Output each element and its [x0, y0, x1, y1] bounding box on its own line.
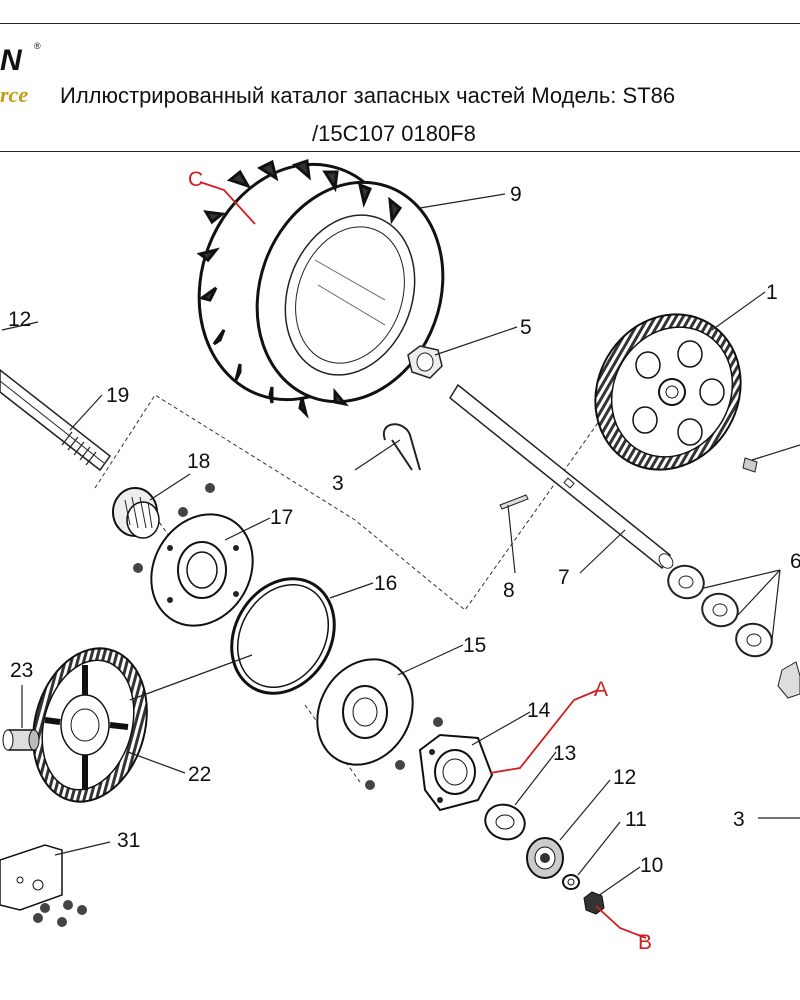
exploded-parts-diagram: 9 1 5 12 19 3 18 17 8 7 6 16 15 23 14 13…	[0, 158, 800, 954]
brand-logo-bottom: rce	[0, 82, 29, 107]
bearing-plate-part	[316, 658, 443, 790]
callout-7: 7	[558, 566, 570, 589]
callout-12-bottom: 12	[613, 766, 636, 789]
callout-6: 6	[790, 550, 800, 573]
callout-17: 17	[270, 506, 293, 529]
small-washer-part	[562, 874, 580, 890]
bushing-part	[2, 729, 40, 751]
ball-bearing-part	[526, 837, 564, 879]
callout-16: 16	[374, 572, 397, 595]
callout-3-right: 3	[733, 808, 745, 831]
part-number-labels: 9 1 5 12 19 3 18 17 8 7 6 16 15 23 14 13…	[8, 168, 800, 954]
flange-plate-part	[133, 513, 254, 627]
callout-23: 23	[10, 659, 33, 682]
brand-logo-top: N	[0, 44, 22, 77]
spacer-washer-part	[484, 803, 526, 841]
leader-lines	[1, 193, 800, 897]
callout-13: 13	[553, 742, 576, 765]
header-bottom-rule	[0, 151, 800, 152]
bearing-sleeve-part	[112, 483, 215, 539]
drive-shaft-part	[0, 369, 112, 472]
drive-gear-wheel-part	[32, 647, 148, 803]
key-pin-part	[499, 494, 529, 510]
callout-31: 31	[117, 829, 140, 852]
callout-5: 5	[520, 316, 532, 339]
callout-15: 15	[463, 634, 486, 657]
hairpin-clip-part	[382, 423, 421, 471]
callout-12-top: 12	[8, 308, 31, 331]
callout-19: 19	[106, 384, 129, 407]
red-callout-lines	[199, 181, 647, 939]
large-gear-part	[594, 313, 758, 473]
axle-shaft-part	[449, 383, 674, 570]
callout-letter-c: C	[188, 168, 203, 191]
page-subtitle: /15C107 0180F8	[312, 121, 476, 146]
bearing-bracket-part	[418, 733, 494, 812]
callout-10: 10	[640, 854, 663, 877]
callout-18: 18	[187, 450, 210, 473]
callout-9: 9	[510, 183, 522, 206]
callout-14: 14	[527, 699, 551, 722]
wheel-tire-part	[196, 158, 445, 419]
hex-nut-part	[407, 345, 443, 379]
callout-1: 1	[766, 281, 778, 304]
registered-mark: ®	[34, 41, 41, 51]
header-top-rule	[0, 23, 800, 24]
page-title: Иллюстрированный каталог запасных частей…	[60, 83, 676, 108]
callout-11: 11	[625, 808, 647, 831]
seal-ring-part	[230, 577, 336, 695]
washer-stack-part	[667, 564, 800, 699]
callout-8: 8	[503, 579, 515, 602]
mounting-bracket-part	[0, 844, 87, 927]
callout-3: 3	[332, 472, 344, 495]
callout-letter-b: B	[638, 931, 652, 954]
callout-22: 22	[188, 763, 211, 786]
callout-letter-a: A	[594, 678, 608, 701]
